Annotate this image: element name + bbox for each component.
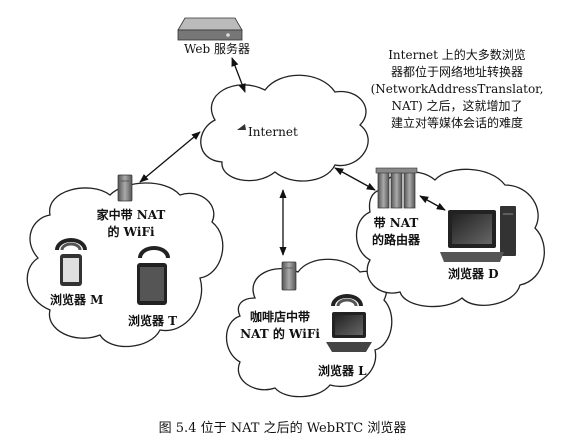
arrow-home-internet xyxy=(139,131,201,183)
browser-l-laptop-icon xyxy=(326,294,372,352)
note-line: NAT) 之后，这就增加了 xyxy=(391,99,523,113)
internet-label: Internet xyxy=(248,125,298,139)
arrow-server-internet xyxy=(231,57,246,93)
home-nat-label-line2: 的 WiFi xyxy=(107,225,155,239)
home-wifi-nat-icon xyxy=(117,174,133,202)
arrow-router-browser-d xyxy=(419,195,446,211)
browser-d-desktop-icon xyxy=(440,206,516,262)
cafe-nat-label-line2: NAT 的 WiFi xyxy=(240,327,320,341)
nat-router-icon xyxy=(375,167,418,209)
nat-explanation-note: Internet 上的大多数浏览 器都位于网络地址转换器 (NetworkAdd… xyxy=(357,47,557,132)
note-line: 建立对等媒体会话的难度 xyxy=(390,116,523,130)
web-server-icon xyxy=(177,17,243,41)
note-line: 器都位于网络地址转换器 xyxy=(390,65,523,79)
web-server-label: Web 服务器 xyxy=(184,42,250,56)
browser-d-label: 浏览器 D xyxy=(448,267,499,281)
browser-m-label: 浏览器 M xyxy=(50,293,104,307)
internet-icon xyxy=(237,124,246,130)
figure-caption: 图 5.4 位于 NAT 之后的 WebRTC 浏览器 xyxy=(158,421,407,436)
cafe-nat-label-line1: 咖啡店中带 xyxy=(249,310,310,324)
arrow-router-internet xyxy=(334,167,376,191)
cafe-wifi-nat-icon xyxy=(281,261,297,291)
cafe-network-cloud xyxy=(226,258,393,398)
browser-m-tablet-icon xyxy=(55,238,87,286)
router-label-line1: 带 NAT xyxy=(373,216,419,230)
home-network-cloud xyxy=(26,182,224,348)
note-line: Internet 上的大多数浏览 xyxy=(388,48,526,62)
home-nat-label-line1: 家中带 NAT xyxy=(96,208,166,222)
router-label-line2: 的路由器 xyxy=(371,233,420,247)
internet-cloud xyxy=(200,74,369,182)
browser-t-tablet-icon xyxy=(137,246,170,305)
browser-l-label: 浏览器 L xyxy=(318,364,367,378)
note-line: (NetworkAddressTranslator, xyxy=(370,82,544,96)
browser-t-label: 浏览器 T xyxy=(128,314,178,328)
